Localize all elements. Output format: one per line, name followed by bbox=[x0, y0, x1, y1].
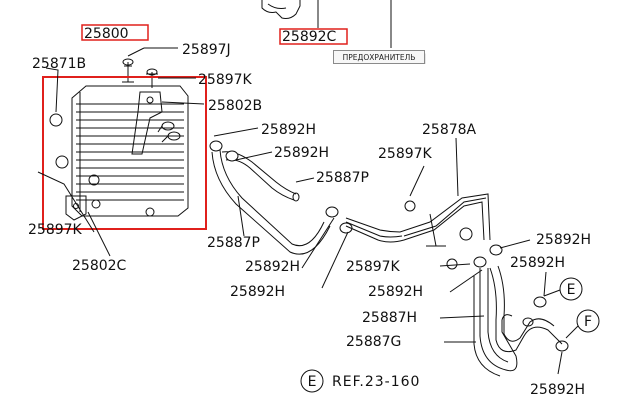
highlight-25892C-box[interactable] bbox=[279, 28, 348, 45]
part-label-25887G[interactable]: 25887G bbox=[346, 334, 401, 350]
hose-25887H bbox=[473, 268, 518, 377]
callout-E: E bbox=[559, 277, 583, 301]
part-label-25871B[interactable]: 25871B bbox=[32, 56, 86, 72]
part-label-25897J[interactable]: 25897J bbox=[182, 42, 231, 58]
tooltip: ПРЕДОХРАНИТЕЛЬ bbox=[333, 50, 425, 64]
part-label-25892H-c[interactable]: 25892H bbox=[536, 232, 591, 248]
partial-part-top bbox=[261, 0, 301, 19]
part-label-25878A[interactable]: 25878A bbox=[422, 122, 477, 138]
part-label-25887P-a[interactable]: 25887P bbox=[316, 170, 369, 186]
part-label-25897K-top[interactable]: 25897K bbox=[198, 72, 253, 88]
part-label-25887H[interactable]: 25887H bbox=[362, 310, 417, 326]
callout-F-text: F bbox=[584, 314, 592, 330]
part-label-25802C[interactable]: 25802C bbox=[72, 258, 127, 274]
ref-letter: E bbox=[308, 374, 317, 390]
part-label-25897K-left[interactable]: 25897K bbox=[28, 222, 83, 238]
ref-text: REF.23-160 bbox=[332, 374, 420, 390]
part-label-25892H-e[interactable]: 25892H bbox=[510, 255, 565, 271]
leader-lines bbox=[37, 47, 563, 375]
leader-E bbox=[543, 289, 561, 297]
pipe-25878A bbox=[345, 193, 491, 247]
reference-note: E REF.23-160 bbox=[300, 369, 420, 393]
part-label-25892H-d[interactable]: 25892H bbox=[245, 259, 300, 275]
hose-25887G bbox=[489, 265, 563, 353]
callout-E-text: E bbox=[567, 282, 576, 298]
part-label-25892H-f[interactable]: 25892H bbox=[230, 284, 285, 300]
highlight-25800-box[interactable] bbox=[81, 24, 149, 41]
part-label-25892H-b[interactable]: 25892H bbox=[274, 145, 329, 161]
part-label-25892H-g[interactable]: 25892H bbox=[368, 284, 423, 300]
callout-F: F bbox=[576, 309, 600, 333]
hose-25887P-lower bbox=[211, 149, 331, 255]
part-label-25802B[interactable]: 25802B bbox=[208, 98, 262, 114]
highlight-cooler-box[interactable] bbox=[42, 76, 207, 230]
part-label-25892H-a[interactable]: 25892H bbox=[261, 122, 316, 138]
hose-clamps bbox=[209, 140, 569, 352]
part-label-25892C[interactable]: 25892C bbox=[282, 29, 337, 45]
pipe-bolts bbox=[404, 200, 473, 270]
part-label-25887P-b[interactable]: 25887P bbox=[207, 235, 260, 251]
oil-cooler bbox=[49, 58, 189, 221]
part-label-25897K-mid[interactable]: 25897K bbox=[378, 146, 433, 162]
leader-F bbox=[565, 325, 579, 339]
part-label-25897K-low[interactable]: 25897K bbox=[346, 259, 401, 275]
part-label-25800[interactable]: 25800 bbox=[84, 26, 129, 42]
part-label-25892H-i[interactable]: 25892H bbox=[530, 382, 585, 398]
